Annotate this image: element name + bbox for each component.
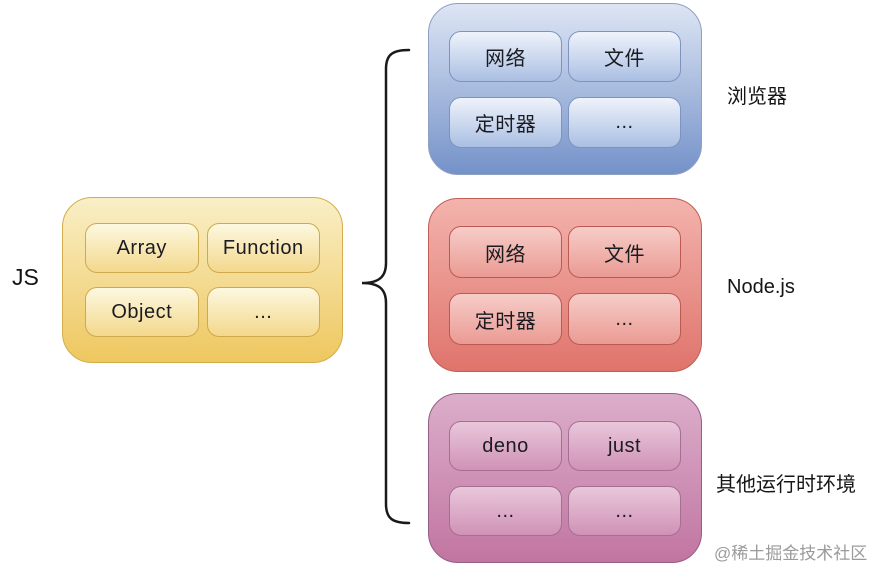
other-env-label: 其他运行时环境 [716, 474, 856, 496]
nodejs-env-box: 网络 文件 定时器 ... [428, 198, 702, 372]
other-item-deno: deno [449, 421, 562, 471]
js-item-more: ... [206, 287, 320, 337]
curly-brace [361, 48, 411, 525]
js-group-box: Array Function Object ... [62, 197, 343, 363]
nodejs-item-file: 文件 [568, 226, 681, 278]
browser-item-file: 文件 [568, 31, 681, 82]
other-item-more2: ... [568, 486, 681, 536]
browser-item-network: 网络 [449, 31, 562, 82]
watermark: @稀土掘金技术社区 [714, 544, 868, 563]
nodejs-item-timer: 定时器 [449, 293, 562, 345]
nodejs-env-label: Node.js [727, 276, 795, 298]
browser-env-box: 网络 文件 定时器 ... [428, 3, 702, 175]
js-group-label: JS [12, 264, 39, 290]
browser-item-timer: 定时器 [449, 97, 562, 148]
js-item-array: Array [85, 223, 199, 273]
nodejs-item-network: 网络 [449, 226, 562, 278]
other-env-box: deno just ... ... [428, 393, 702, 563]
other-item-just: just [568, 421, 681, 471]
other-item-more1: ... [449, 486, 562, 536]
browser-env-label: 浏览器 [727, 86, 787, 108]
js-item-function: Function [206, 223, 320, 273]
nodejs-item-more: ... [568, 293, 681, 345]
browser-item-more: ... [568, 97, 681, 148]
js-item-object: Object [85, 287, 199, 337]
